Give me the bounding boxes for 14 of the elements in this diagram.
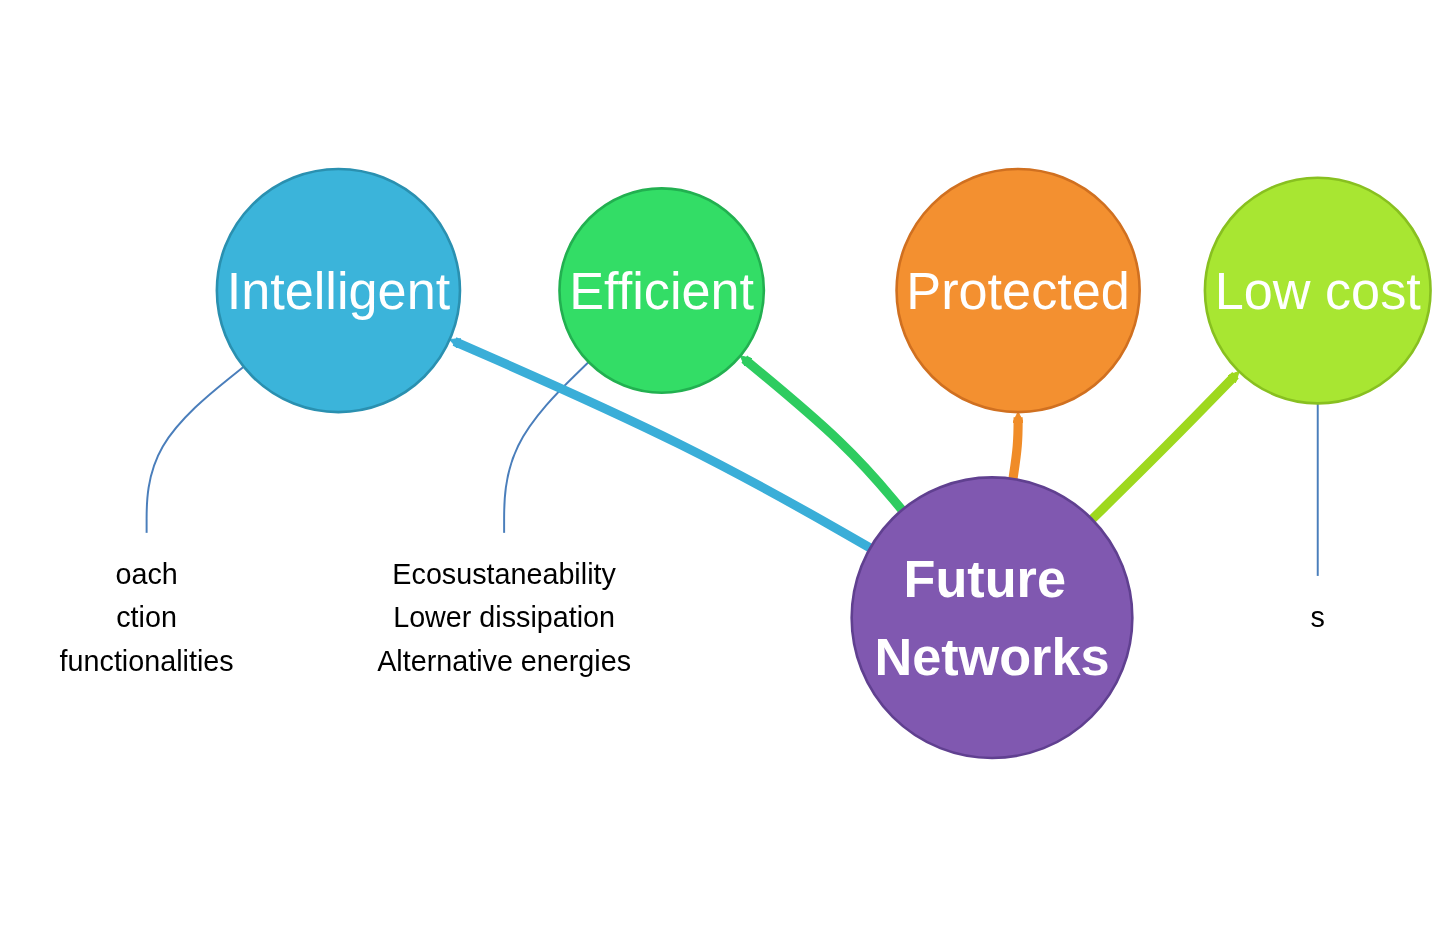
node-circle: Intelligent — [215, 167, 462, 414]
node-circle: Efficient — [558, 187, 766, 395]
node-circle: Low cost — [1203, 176, 1432, 405]
node-circle: Future Networks — [850, 476, 1134, 760]
node-circle: Protected — [895, 167, 1141, 414]
node-text: Ecosustaneability Lower dissipation Alternative energies — [377, 558, 632, 678]
arrow — [739, 355, 906, 513]
connector — [503, 361, 590, 535]
connector — [145, 365, 245, 535]
arrow — [449, 337, 873, 552]
arrow — [1008, 411, 1024, 480]
arrow — [1088, 370, 1240, 523]
node-text: oach ction functionalities — [59, 558, 234, 678]
node-text: s — [1310, 601, 1325, 634]
